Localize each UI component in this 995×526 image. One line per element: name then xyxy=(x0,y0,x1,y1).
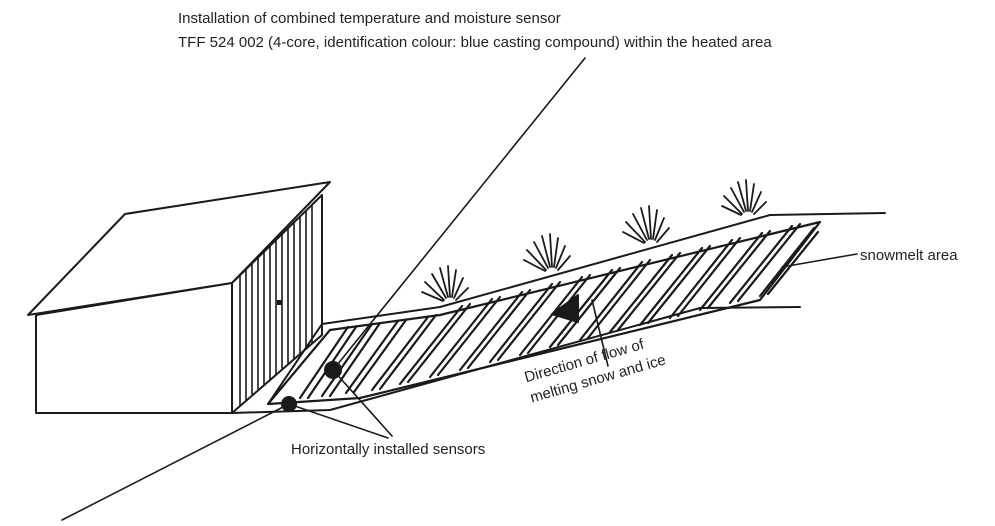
leader-bottom-sensor xyxy=(61,403,290,521)
heated-area-outline xyxy=(266,220,822,406)
ramp-front-edge xyxy=(267,323,323,405)
garage xyxy=(27,181,331,414)
flow-label-leader xyxy=(591,299,609,367)
ramp-outer-top-edge xyxy=(321,212,886,325)
snow-pile xyxy=(721,179,767,216)
garage-door-handle xyxy=(277,300,282,305)
leader-combined-sensor xyxy=(332,57,586,371)
snow-pile xyxy=(421,265,469,302)
snow-pile xyxy=(622,205,670,244)
garage-door-slats xyxy=(239,204,313,406)
sensor-title-line2: TFF 524 002 (4-core, identification colo… xyxy=(178,34,772,51)
horizontal-sensors-label: Horizontally installed sensors xyxy=(291,441,486,458)
snow-piles xyxy=(421,179,767,302)
sensor-title-line1: Installation of combined temperature and… xyxy=(178,10,561,27)
flow-direction-arrow xyxy=(551,294,609,367)
arrow-head xyxy=(551,294,579,323)
driveway-ramp xyxy=(231,212,886,414)
heating-cable-loops xyxy=(298,222,820,400)
leader-lines xyxy=(61,57,858,521)
leader-snowmelt xyxy=(781,253,858,268)
snowmelt-area-label: snowmelt area xyxy=(860,247,958,264)
leader-horiz-a xyxy=(332,369,393,437)
snow-pile xyxy=(523,233,571,272)
leader-horiz-b xyxy=(288,403,389,439)
